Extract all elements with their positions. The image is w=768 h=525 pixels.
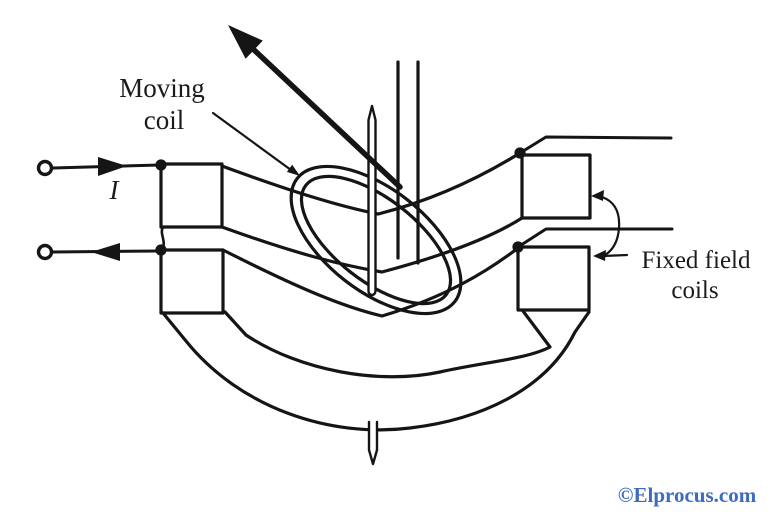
- current-in-arrow-icon: [98, 157, 127, 176]
- upper-field-coil: [159, 151, 592, 274]
- junction-dot: [155, 159, 167, 171]
- moving-coil-label-line2: coil: [144, 105, 185, 135]
- upper-coil-bottom-edge: [220, 216, 524, 274]
- moving-coil-leader-line: [211, 111, 293, 172]
- right-connection-wires: [516, 135, 674, 249]
- upper-coil-right-face: [520, 153, 592, 220]
- fixed-field-label-line2: coils: [671, 277, 718, 304]
- pointer-arrowhead-icon: [228, 25, 263, 59]
- suspension-wires: [396, 60, 420, 265]
- junction-dots: [155, 147, 526, 256]
- terminal-top: [36, 159, 54, 177]
- upper-coil-connection-wire: [518, 135, 673, 155]
- fixed-field-label-line1: Fixed field: [641, 247, 751, 274]
- circuit-leads: I: [36, 157, 162, 261]
- spindle: [367, 104, 379, 466]
- lower-coil-inner-arc: [223, 309, 552, 379]
- fixed-field-upper-arrowhead-icon: [591, 190, 604, 201]
- lower-coil-connection-wire: [516, 227, 674, 249]
- lower-coil-right-face: [516, 245, 591, 312]
- moving-coil-ring: [289, 164, 463, 316]
- moving-coil-inner-edge: [299, 174, 453, 306]
- fixed-field-label-group: Fixed field coils: [591, 190, 751, 304]
- fixed-field-leader-line: [601, 253, 629, 258]
- moving-coil-label-group: Moving coil: [119, 73, 300, 176]
- junction-dot: [512, 241, 524, 253]
- lower-coil-left-face: [159, 248, 225, 315]
- upper-coil-top-edge: [220, 151, 522, 216]
- current-out-arrow-icon: [91, 243, 120, 261]
- pointer-arrow-shaft: [249, 45, 403, 190]
- lower-field-coil: [159, 225, 591, 432]
- lower-coil-outer-arc: [161, 310, 591, 432]
- spindle-lower-tip: [367, 420, 379, 466]
- moving-coil-outer-edge: [289, 164, 463, 316]
- upper-coil-left-face: [159, 162, 224, 229]
- junction-dot: [514, 147, 526, 159]
- fixed-field-lower-arrowhead-icon: [593, 250, 606, 261]
- moving-coil-label-line1: Moving: [119, 73, 205, 103]
- junction-dot: [155, 244, 167, 256]
- terminal-bottom: [36, 243, 54, 261]
- fixed-field-leader-curve: [600, 195, 621, 257]
- lower-coil-top-edge: [221, 246, 520, 318]
- moving-coil-leader-arrowhead-icon: [286, 164, 300, 176]
- pointer-arrow: [228, 25, 403, 190]
- watermark: ©Elprocus.com: [618, 483, 757, 507]
- spindle-upper-shaft: [367, 104, 377, 297]
- current-label: I: [109, 175, 121, 205]
